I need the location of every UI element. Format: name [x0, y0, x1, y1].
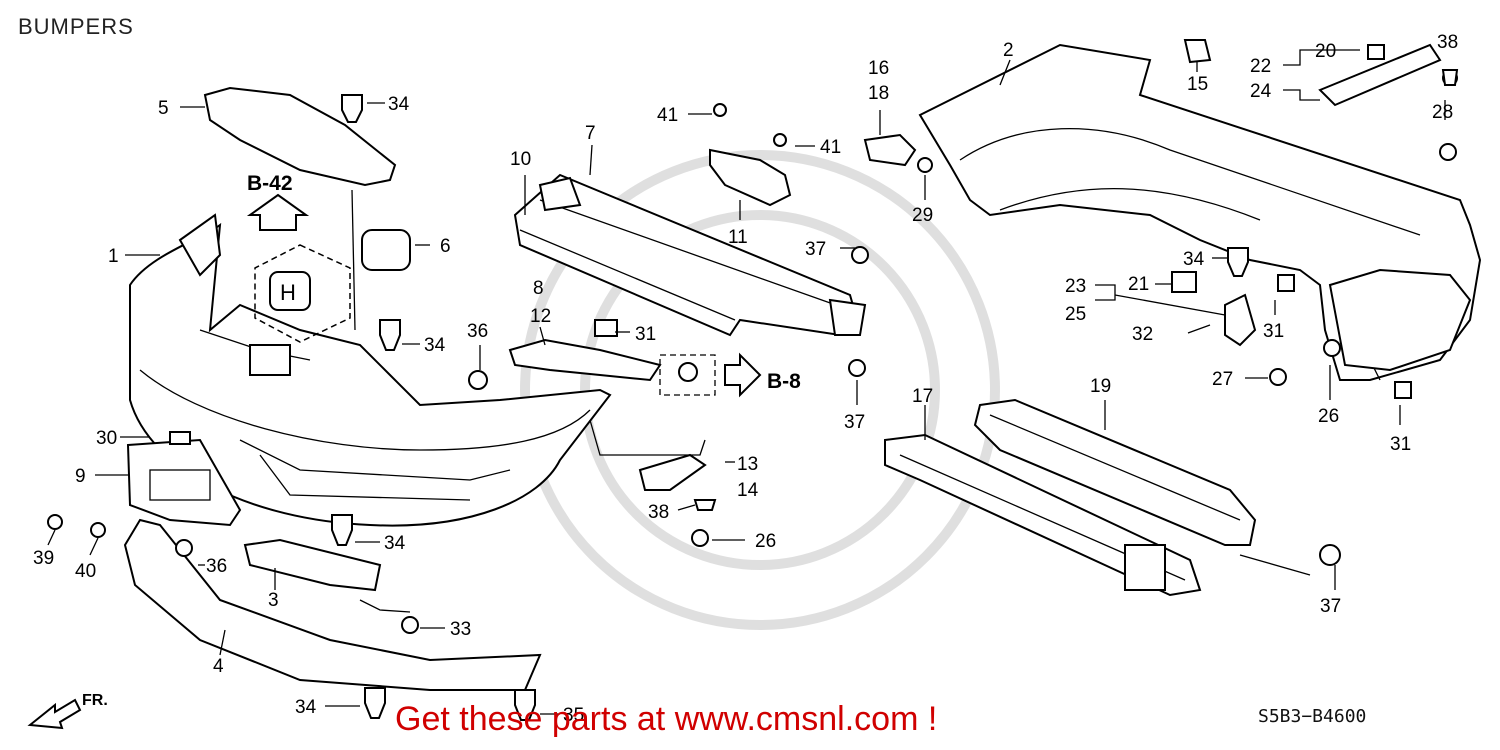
callout: 17 — [912, 386, 933, 407]
leader-lines — [47, 49, 1446, 715]
callout: 27 — [1212, 369, 1233, 390]
ref-label-b42: B-42 — [247, 172, 293, 195]
callout: 12 — [530, 306, 551, 327]
callout: 16 — [868, 58, 889, 79]
rear-beam — [973, 398, 1257, 546]
callout: 5 — [158, 98, 169, 119]
ref-box-b8 — [659, 354, 716, 396]
callout: 35 — [563, 705, 584, 726]
callout: 37 — [1320, 596, 1341, 617]
license-plate-bracket — [126, 438, 242, 527]
page-title: BUMPERS — [18, 14, 134, 39]
callout: 24 — [1250, 81, 1272, 102]
rear-bumper-cover — [918, 43, 1482, 381]
bracket-16 — [863, 133, 917, 167]
callout: 38 — [1437, 32, 1458, 53]
callout: 29 — [912, 205, 933, 226]
callout: 38 — [648, 502, 669, 523]
callout: 11 — [728, 227, 748, 248]
callout: 15 — [1187, 74, 1208, 95]
callout: 20 — [1315, 41, 1336, 62]
front-direction-indicator: FR. — [27, 692, 108, 730]
callout: 40 — [75, 561, 96, 582]
callout-numbers: 1 2 3 4 5 6 7 8 9 10 11 12 13 14 15 16 1… — [33, 32, 1458, 726]
callout: 1 — [108, 246, 119, 267]
callout: 31 — [1390, 434, 1411, 455]
side-spacer-22 — [1318, 43, 1442, 107]
callout: 18 — [868, 83, 889, 104]
callout: 41 — [820, 137, 841, 158]
callout: 26 — [755, 531, 776, 552]
front-beam — [513, 173, 867, 337]
callout: 34 — [384, 533, 406, 554]
callout: 3 — [268, 590, 279, 611]
front-label: FR. — [82, 692, 108, 709]
callout: 8 — [533, 278, 544, 299]
callout: 19 — [1090, 376, 1111, 397]
ref-arrow-up — [246, 193, 310, 231]
callout: 36 — [206, 556, 227, 577]
callout: 37 — [805, 239, 826, 260]
callout: 32 — [1132, 324, 1153, 345]
callout: 41 — [657, 105, 678, 126]
callout: 34 — [295, 697, 317, 718]
callout: 33 — [450, 619, 471, 640]
bracket-13 — [638, 453, 707, 491]
callout: 39 — [33, 548, 54, 569]
promo-link[interactable]: Get these parts at www.cmsnl.com ! — [395, 700, 938, 738]
rear-absorber — [884, 433, 1202, 597]
diagram-code: S5B3−B4600 — [1258, 706, 1367, 727]
fasteners — [47, 39, 1459, 721]
callout: 22 — [1250, 56, 1271, 77]
watermark-logo — [520, 150, 1000, 630]
callout: 30 — [96, 428, 117, 449]
front-side-bracket — [508, 338, 662, 382]
lower-bracket — [243, 538, 382, 592]
callout: 4 — [213, 656, 224, 677]
callout: 6 — [440, 236, 451, 257]
callout: 28 — [1432, 102, 1453, 123]
callout: 36 — [467, 321, 488, 342]
callout: 26 — [1318, 406, 1339, 427]
svg-text:H: H — [280, 280, 296, 305]
callout: 34 — [1183, 249, 1205, 270]
callout: 34 — [388, 94, 410, 115]
ref-label-b8: B-8 — [767, 370, 801, 393]
rear-side-bracket — [1224, 293, 1257, 347]
callout: 21 — [1128, 274, 1149, 295]
callout: 25 — [1065, 304, 1086, 325]
callout: 13 — [737, 454, 758, 475]
callout: 9 — [75, 466, 86, 487]
callout: 7 — [585, 123, 596, 144]
callout: 10 — [510, 149, 531, 170]
emblem-group: H — [254, 229, 411, 343]
callout: 37 — [844, 412, 865, 433]
upper-cover — [203, 86, 397, 187]
front-bumper-cover — [129, 213, 612, 527]
ref-arrow-right — [724, 352, 762, 398]
callout: 31 — [1263, 321, 1284, 342]
callout: 34 — [424, 335, 446, 356]
callout: 31 — [635, 324, 656, 345]
callout: 2 — [1003, 40, 1014, 61]
callout: 23 — [1065, 276, 1086, 297]
callout: 14 — [737, 480, 759, 501]
bracket-11 — [709, 148, 792, 207]
